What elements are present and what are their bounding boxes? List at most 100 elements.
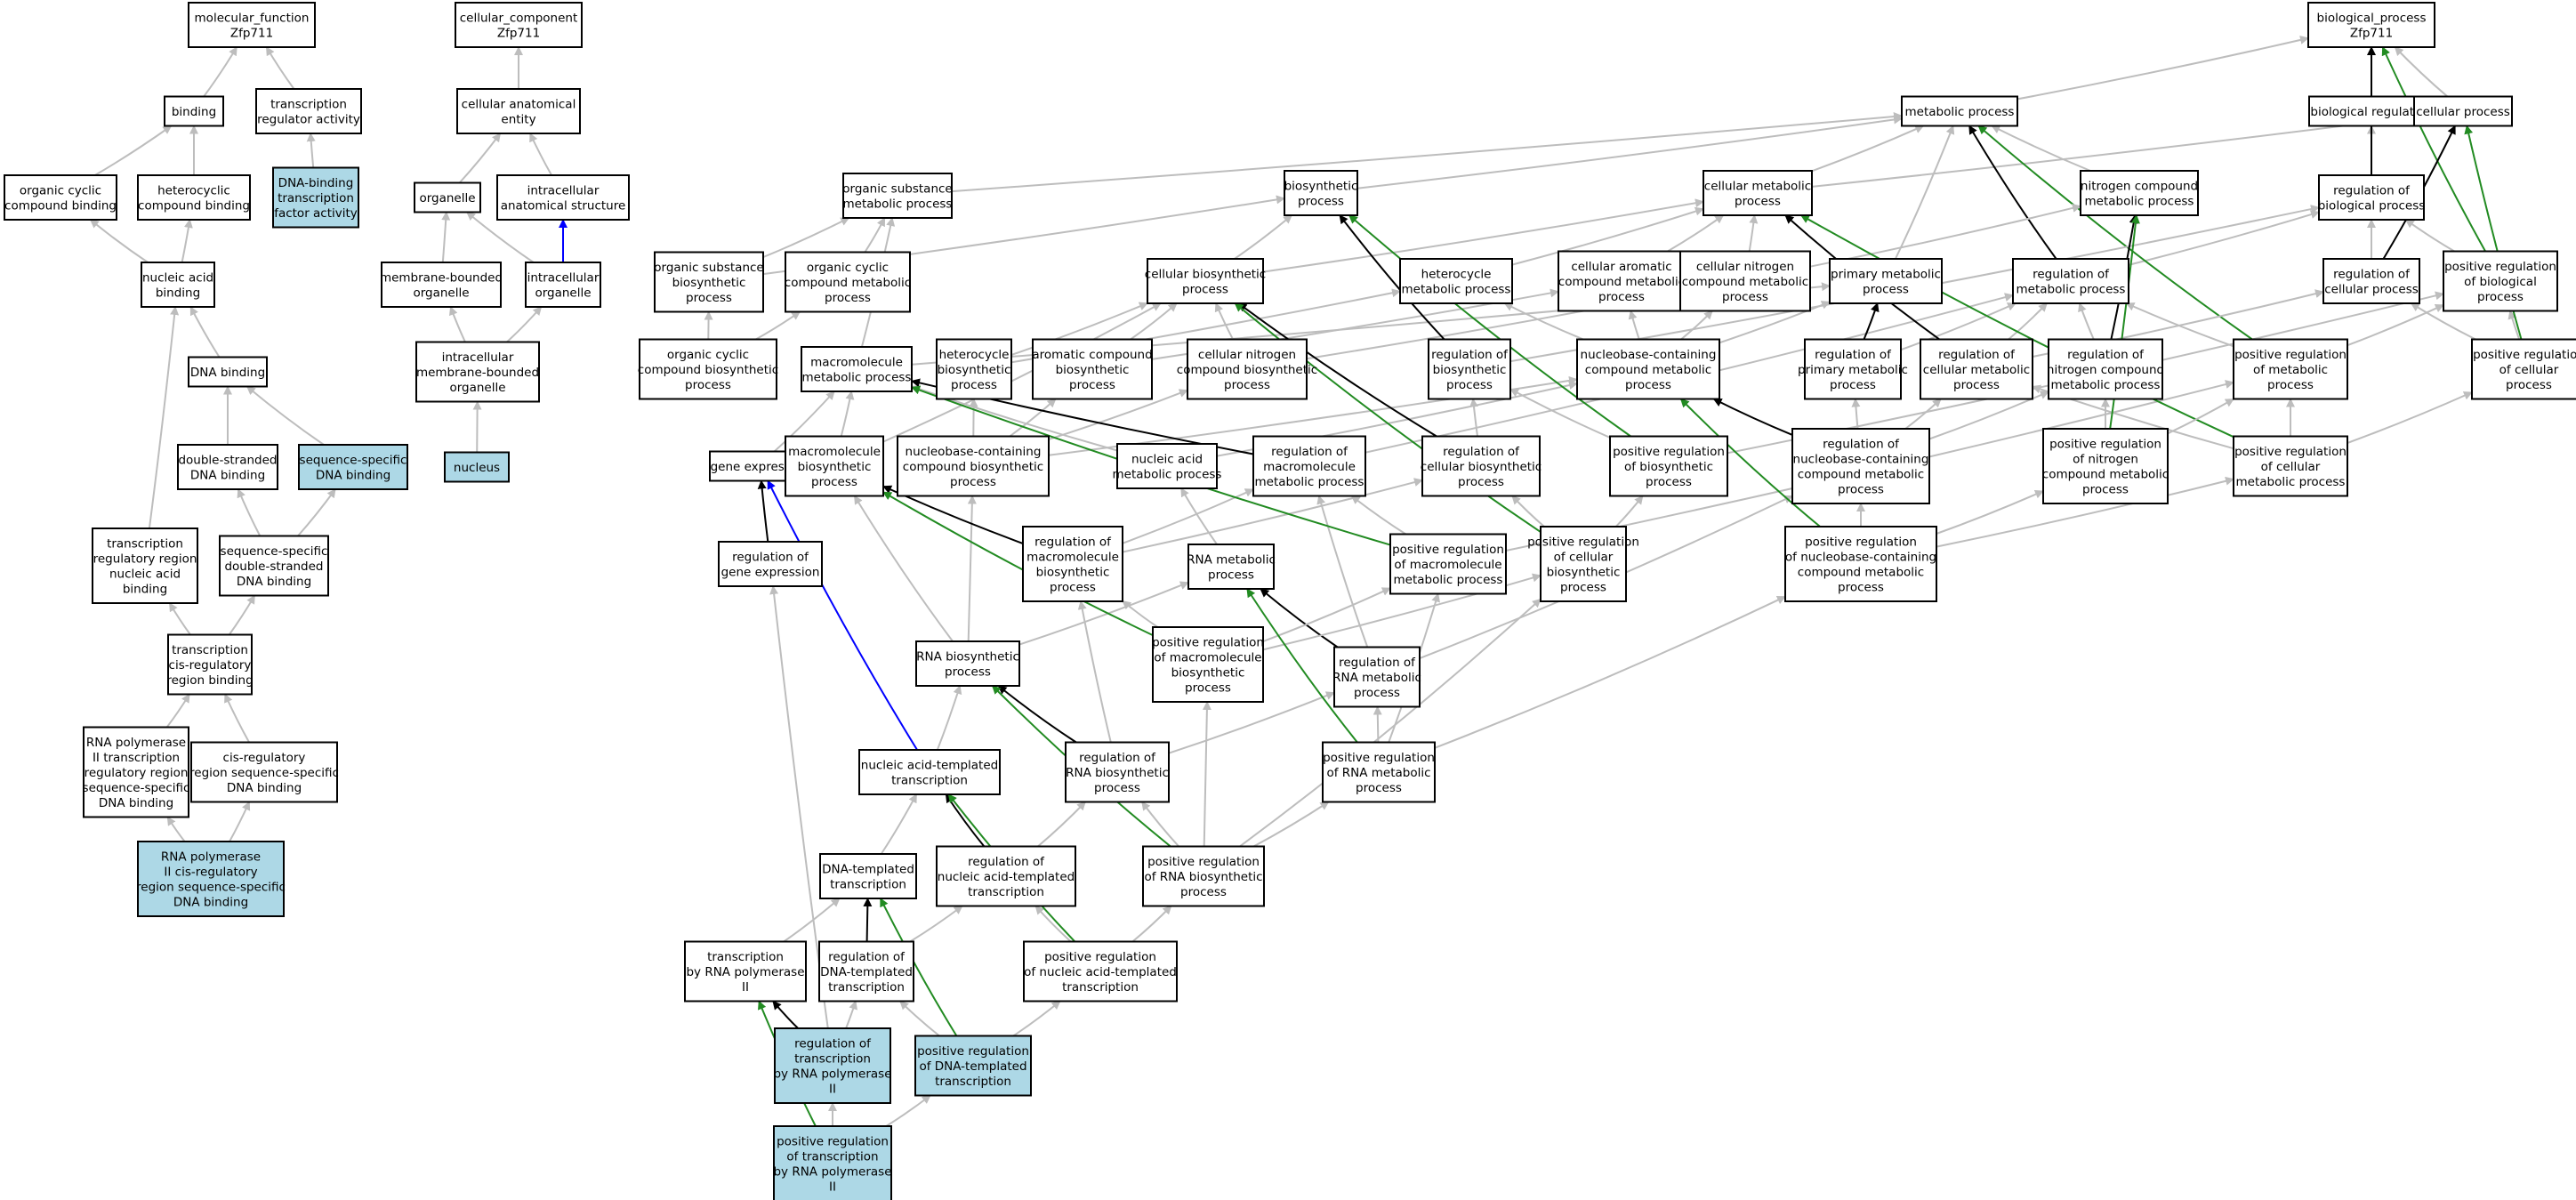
edge-is-a — [94, 125, 173, 176]
edge-is-a — [853, 495, 954, 642]
go-term-node[interactable]: cellular process — [2413, 95, 2513, 127]
go-term-node[interactable]: organelle — [414, 181, 481, 213]
edge-is-a — [1252, 801, 1330, 848]
go-term-label: process — [1224, 378, 1270, 392]
go-term-node[interactable]: biological regulation — [2308, 95, 2435, 127]
edge-is-a — [1356, 115, 1903, 189]
go-term-node[interactable]: nucleus — [444, 451, 510, 483]
go-term-box — [842, 173, 953, 219]
go-term-label: regulation of — [968, 855, 1045, 869]
go-term-label: process — [1646, 475, 1692, 489]
go-term-label: nucleus — [454, 461, 500, 475]
go-term-node[interactable]: regulation ofnucleobase-containingcompou… — [1791, 428, 1930, 504]
go-term-label: regulatory region — [93, 552, 197, 566]
go-term-label: regulator activity — [257, 112, 360, 126]
go-term-node[interactable]: metabolic process — [1901, 95, 2018, 127]
go-term-label: cellular process — [2324, 282, 2419, 296]
go-term-label: organic substance — [654, 261, 763, 275]
go-term-node[interactable]: regulation ofmacromoleculebiosyntheticpr… — [1022, 526, 1123, 602]
go-term-node[interactable]: binding — [164, 95, 224, 127]
go-term-node[interactable]: DNA binding — [188, 356, 268, 388]
go-term-box — [2322, 258, 2420, 304]
edge-is-a — [885, 1094, 931, 1127]
